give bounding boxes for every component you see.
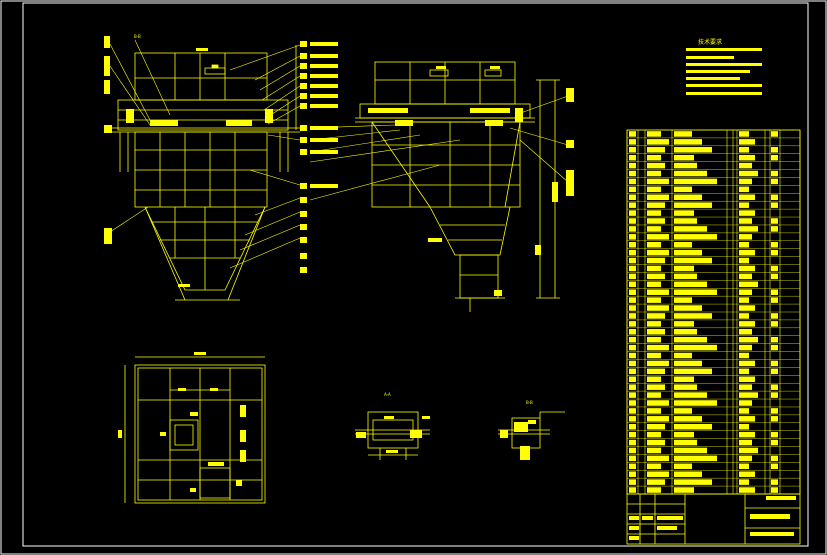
callout-tag [300,237,307,243]
callout-tag [300,197,307,203]
callout-tag [300,63,307,69]
callout-tag [300,125,307,131]
callout-tag [300,103,307,109]
callout-label-block [310,54,338,58]
callout-label-block [310,126,338,130]
callout-tag [300,211,307,217]
callout-tag [300,183,307,189]
callout-label-block [310,184,338,188]
title-block-fills [629,496,796,540]
left-elevation-view [105,45,300,301]
callout-label-block [310,104,338,108]
right-elevation-view [355,61,560,312]
parts-list-table [626,129,801,495]
plan-view-fills [118,352,246,492]
section-a-label: A-A [384,392,391,397]
callout-label-block [310,74,338,78]
callout-label-block [310,150,338,154]
callout-tag [300,149,307,155]
callout-tag [300,73,307,79]
title-block [626,493,801,545]
callout-tag [300,53,307,59]
callout-tag [300,83,307,89]
callout-tag [300,267,307,273]
section-b-label: B-B [526,400,533,405]
right-view-leaders [309,95,569,201]
tech-requirements-title: 技术要求 [698,38,722,46]
technical-requirements: 技术要求 [686,38,762,95]
callout-tag [300,224,307,230]
section-a-fills [356,416,430,453]
callout-tag [300,137,307,143]
section-b-fills [500,420,536,460]
callout-label-block [310,42,338,46]
callout-tag [300,41,307,47]
callout-label-block [310,138,338,142]
callout-label-block [310,64,338,68]
callout-label-block [310,94,338,98]
left-view-leaders [109,39,301,269]
callout-tag [300,253,307,259]
callout-tags [300,41,338,273]
plan-view [124,356,266,504]
right-view-fills [368,66,574,296]
callout-label-block [310,84,338,88]
callout-tag [300,93,307,99]
left-view-label: B-B [134,34,141,39]
